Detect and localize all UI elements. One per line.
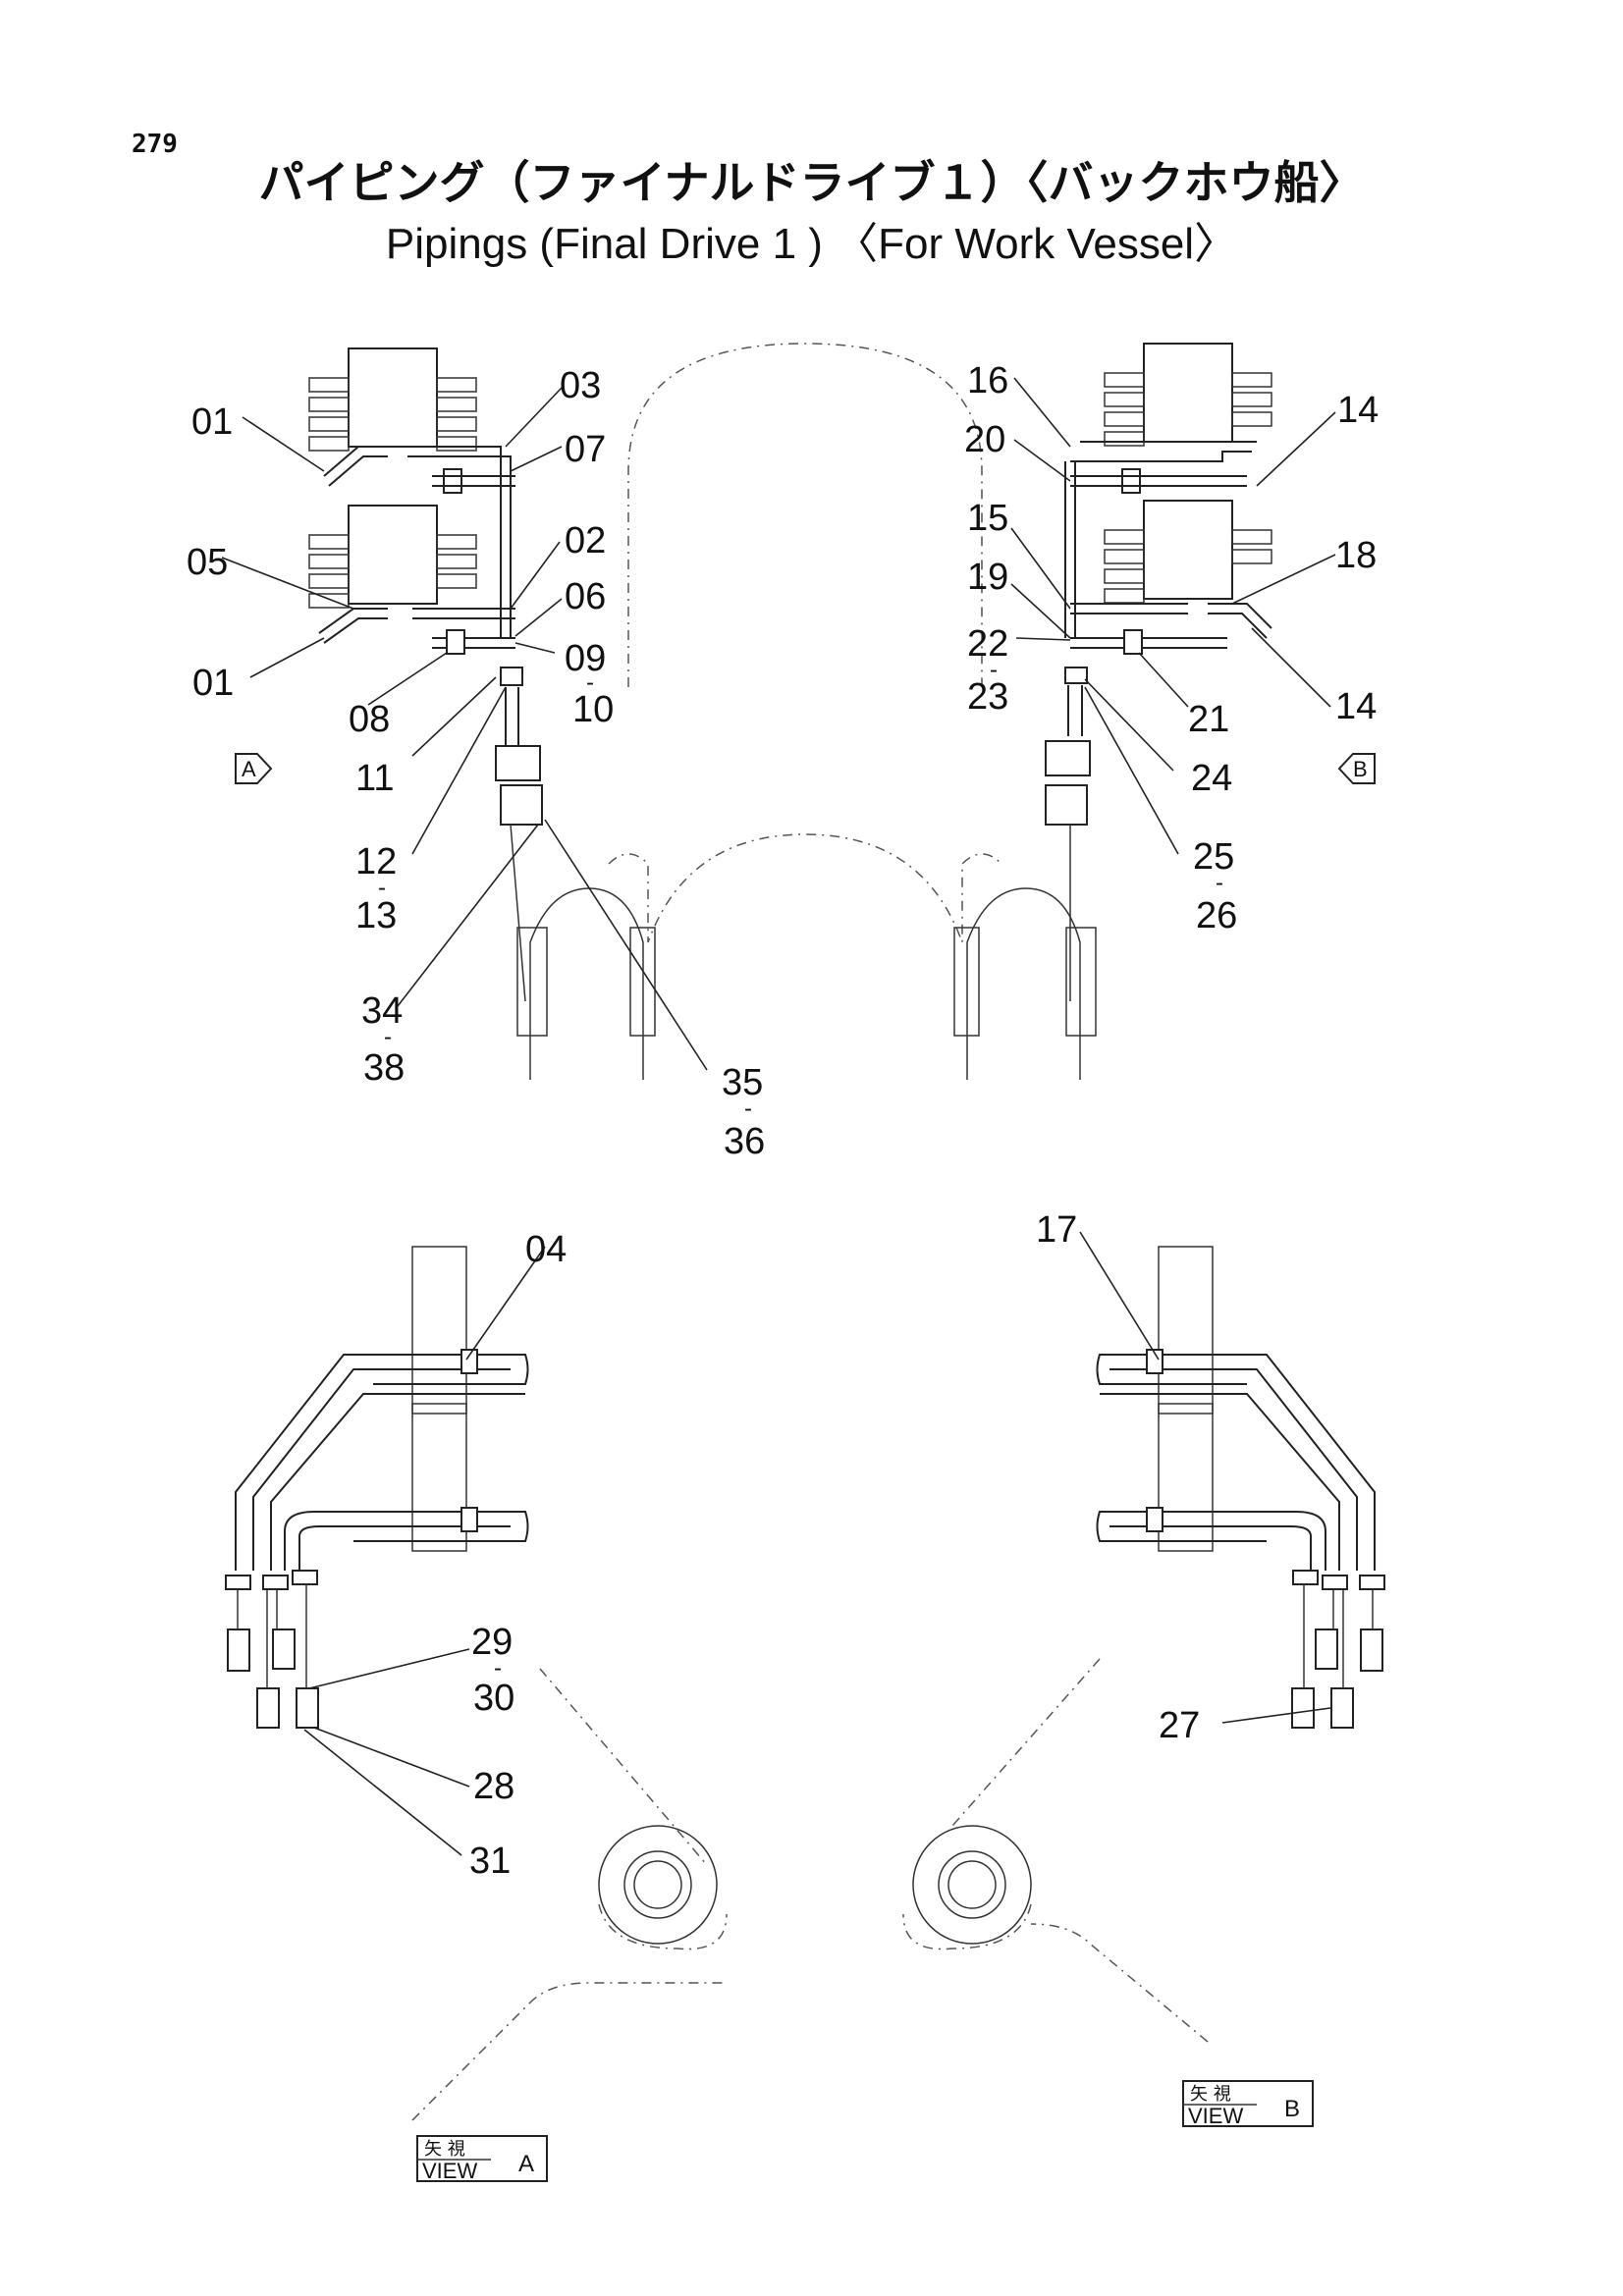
callout-20: 20 (964, 419, 1005, 460)
callout-01-upper: 01 (191, 401, 233, 443)
left-pipes (318, 446, 543, 1002)
callout-04: 04 (525, 1229, 567, 1270)
callout-09: 09 (565, 638, 606, 679)
right-pipes (1045, 441, 1272, 1001)
callout-36: 36 (724, 1121, 765, 1162)
callout-31: 31 (469, 1841, 511, 1882)
callout-14-upper: 14 (1337, 390, 1379, 431)
callout-12: 12 (355, 841, 397, 882)
view-a-drawing (225, 1246, 728, 2121)
callout-30: 30 (473, 1678, 514, 1719)
callout-25: 25 (1193, 836, 1234, 878)
title-english: Pipings (Final Drive 1 ) 〈For Work Vesse… (385, 220, 1238, 268)
view-marker-a-letter: A (242, 757, 256, 781)
page-number: 279 (132, 130, 178, 159)
callout-15: 15 (967, 498, 1008, 539)
view-label-b-en: VIEW (1188, 2104, 1243, 2128)
callout-34: 34 (361, 990, 403, 1032)
callout-labels: 01 03 07 02 06 05 01 09 - 10 08 11 12 - … (187, 360, 1379, 1882)
view-label-b: 矢 視 VIEW B (1182, 2080, 1314, 2128)
callout-02: 02 (565, 520, 606, 561)
callout-28: 28 (473, 1766, 514, 1807)
view-b-drawing (902, 1246, 1385, 2043)
callout-18: 18 (1335, 535, 1377, 576)
callout-01-lower: 01 (192, 663, 234, 704)
callout-06: 06 (565, 576, 606, 617)
callout-19: 19 (967, 557, 1008, 598)
title-japanese: パイピング（ファイナルドライブ１）〈バックホウ船〉 (258, 156, 1365, 209)
range-sep-12-13: - (378, 875, 386, 901)
callout-27: 27 (1159, 1705, 1200, 1746)
callout-03: 03 (560, 365, 601, 406)
callout-05: 05 (187, 542, 228, 583)
left-valve-block-upper (308, 347, 477, 452)
view-label-a-jp: 矢 視 (424, 2139, 465, 2160)
range-sep-35-36: - (744, 1095, 752, 1122)
view-marker-a: A (235, 753, 273, 784)
callout-11: 11 (355, 758, 394, 799)
callout-10: 10 (572, 689, 614, 730)
range-sep-25-26: - (1216, 870, 1223, 896)
view-label-b-jp: 矢 視 (1190, 2084, 1231, 2105)
callout-16: 16 (967, 360, 1008, 401)
range-sep-34-38: - (384, 1024, 392, 1050)
callout-23: 23 (967, 676, 1008, 718)
view-marker-b-letter: B (1353, 757, 1368, 781)
right-valve-block-upper (1104, 343, 1272, 447)
callout-14-lower: 14 (1335, 686, 1377, 727)
callout-22: 22 (967, 623, 1008, 665)
leader-lines (221, 377, 1336, 1856)
range-sep-29-30: - (494, 1655, 502, 1682)
callout-24: 24 (1191, 758, 1232, 799)
view-label-a-letter: A (518, 2151, 534, 2177)
callout-29: 29 (471, 1622, 513, 1663)
callout-26: 26 (1196, 895, 1237, 936)
callout-21: 21 (1188, 699, 1229, 740)
right-valve-block-lower (1104, 500, 1272, 604)
view-marker-b: B (1337, 753, 1376, 784)
callout-38: 38 (363, 1047, 405, 1089)
range-sep-09-10: - (586, 669, 594, 696)
view-label-a: 矢 視 VIEW A (416, 2135, 548, 2183)
range-sep-22-23: - (990, 657, 998, 683)
callout-13: 13 (355, 895, 397, 936)
view-label-a-en: VIEW (422, 2159, 477, 2183)
view-label-b-letter: B (1284, 2096, 1300, 2122)
left-valve-block-lower (308, 505, 477, 609)
callout-17: 17 (1036, 1209, 1077, 1251)
callout-35: 35 (722, 1062, 763, 1103)
callout-08: 08 (349, 699, 390, 740)
callout-07: 07 (565, 429, 606, 470)
